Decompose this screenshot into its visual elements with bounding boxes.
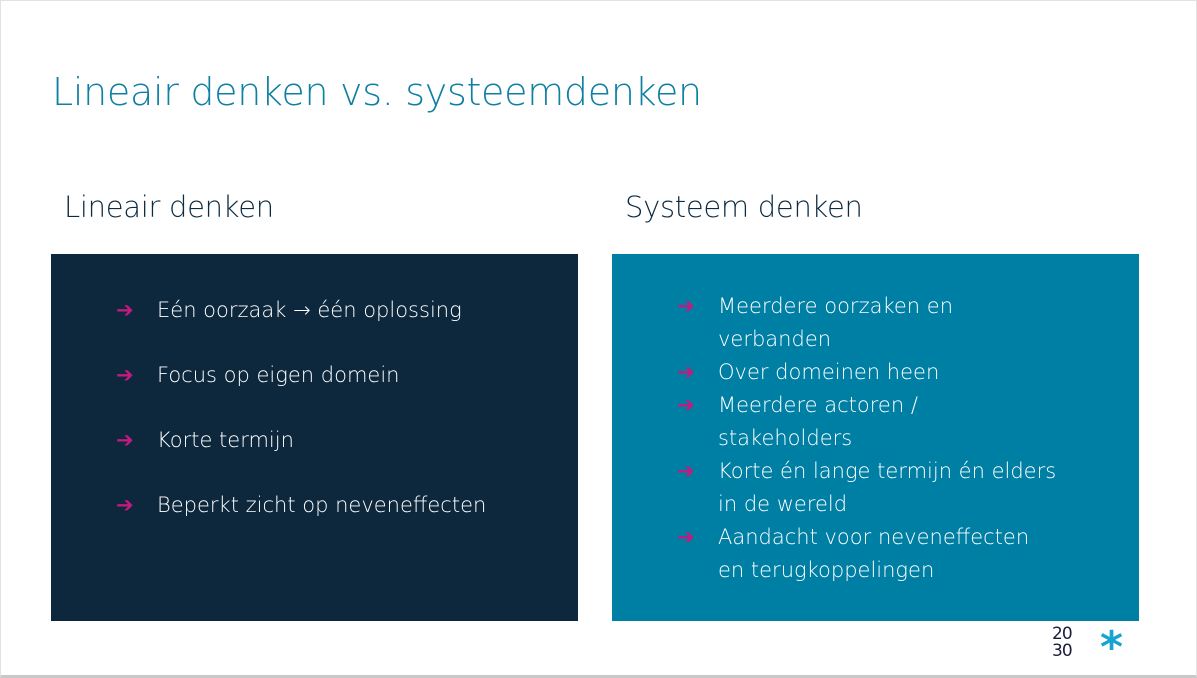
system-thinking-box: ➔ Meerdere oorzaken en verbanden ➔ Over dom… [612,254,1139,621]
list-item: ➔ Korte termijn [116,424,578,457]
arrow-right-icon: ➔ [677,525,695,549]
arrow-right-icon: ➔ [677,360,695,384]
list-item-text: Aandacht voor neveneffecten en terugkopp… [718,525,1030,582]
list-item-text: Meerdere oorzaken en verbanden [718,294,954,351]
arrow-right-icon: ➔ [116,493,134,517]
list-item-text: Korte én lange termijn én elders in de w… [718,459,1057,516]
left-column-heading: Lineair denken [64,190,274,224]
list-item: ➔ Korte én lange termijn én elders in de … [677,455,1057,521]
list-item: ➔ Meerdere oorzaken en verbanden [677,290,1057,356]
list-item: ➔ Aandacht voor neveneffecten en terugkop… [677,521,1057,587]
system-thinking-list: ➔ Meerdere oorzaken en verbanden ➔ Over dom… [677,290,1057,587]
arrow-right-icon: ➔ [677,393,695,417]
right-column-heading: Systeem denken [625,190,863,224]
list-item: ➔ Over domeinen heen [677,356,1057,389]
list-item: ➔ Meerdere actoren / stakeholders [677,389,1057,455]
arrow-right-icon: ➔ [116,428,134,452]
arrow-right-icon: ➔ [677,294,695,318]
list-item: ➔ Beperkt zicht op neveneffecten [116,489,578,522]
list-item: ➔ Eén oorzaak → één oplossing [116,294,578,327]
arrow-right-icon: ➔ [116,298,134,322]
list-item-text: Focus op eigen domein [157,363,400,387]
arrow-right-icon: ➔ [677,459,695,483]
list-item-text: Beperkt zicht op neveneffecten [157,493,487,517]
arrow-right-icon: ➔ [116,363,134,387]
list-item-text: Eén oorzaak → één oplossing [157,298,462,322]
list-item-text: Over domeinen heen [718,360,940,384]
list-item-text: Korte termijn [157,428,294,452]
slide-title: Lineair denken vs. systeemdenken [52,70,702,114]
linear-thinking-list: ➔ Eén oorzaak → één oplossing ➔ Focus op ei… [116,294,578,522]
list-item: ➔ Focus op eigen domein [116,359,578,392]
linear-thinking-box: ➔ Eén oorzaak → één oplossing ➔ Focus op ei… [51,254,578,621]
asterisk-icon: * [1100,622,1124,673]
list-item-text: Meerdere actoren / stakeholders [718,393,918,450]
